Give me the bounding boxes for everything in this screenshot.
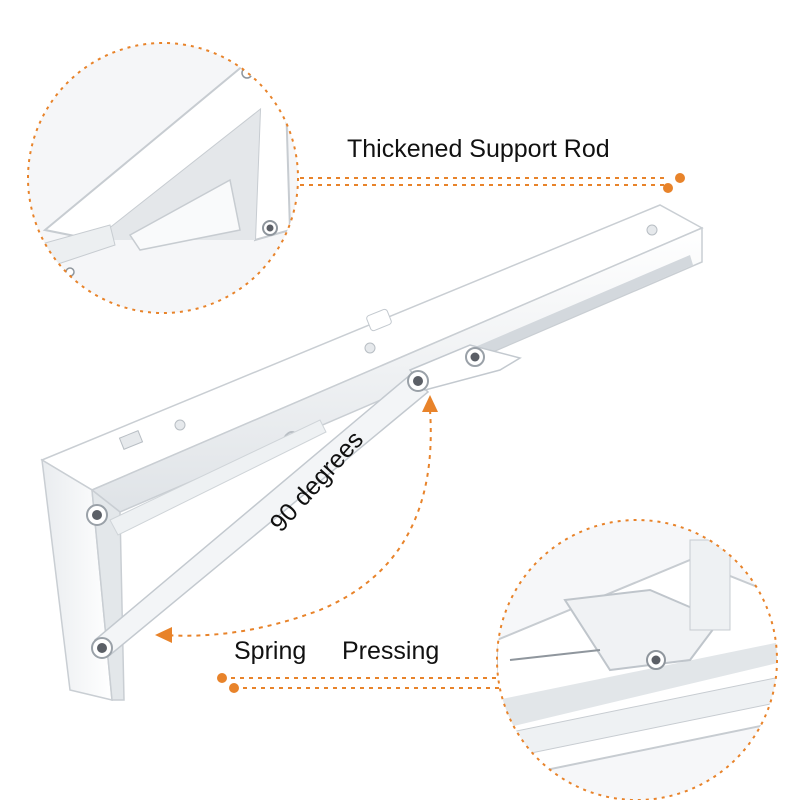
spring-label: Spring [234, 637, 307, 665]
diagonal-strut-inner [109, 419, 327, 536]
round-hole [174, 419, 186, 431]
orange-arrow-icon [422, 395, 438, 412]
latch-tab [366, 308, 392, 332]
screw-icon [86, 504, 108, 526]
orange-dot-icon [675, 173, 685, 183]
orange-dot-icon [217, 673, 227, 683]
detail-circle-outline [27, 42, 299, 314]
screw-icon [465, 347, 485, 367]
pressing-label: Pressing [342, 637, 440, 665]
support-rod-label: Thickened Support Rod [347, 135, 610, 163]
spring-pressing-leader [217, 673, 500, 693]
angle-arc [155, 395, 438, 643]
main-bracket [40, 204, 704, 701]
screw-icon [407, 370, 429, 392]
detail-circle-outline [496, 519, 778, 800]
round-hole [646, 224, 658, 236]
square-hole [118, 430, 144, 450]
support-rod-detail [27, 42, 299, 314]
support-rod-leader [300, 173, 685, 193]
orange-dot-icon [663, 183, 673, 193]
spring-pressing-detail [496, 519, 778, 800]
orange-arrow-icon [155, 627, 172, 643]
orange-dot-icon [229, 683, 239, 693]
screw-icon [91, 637, 113, 659]
arm-slot [440, 255, 693, 372]
round-hole [364, 342, 376, 354]
